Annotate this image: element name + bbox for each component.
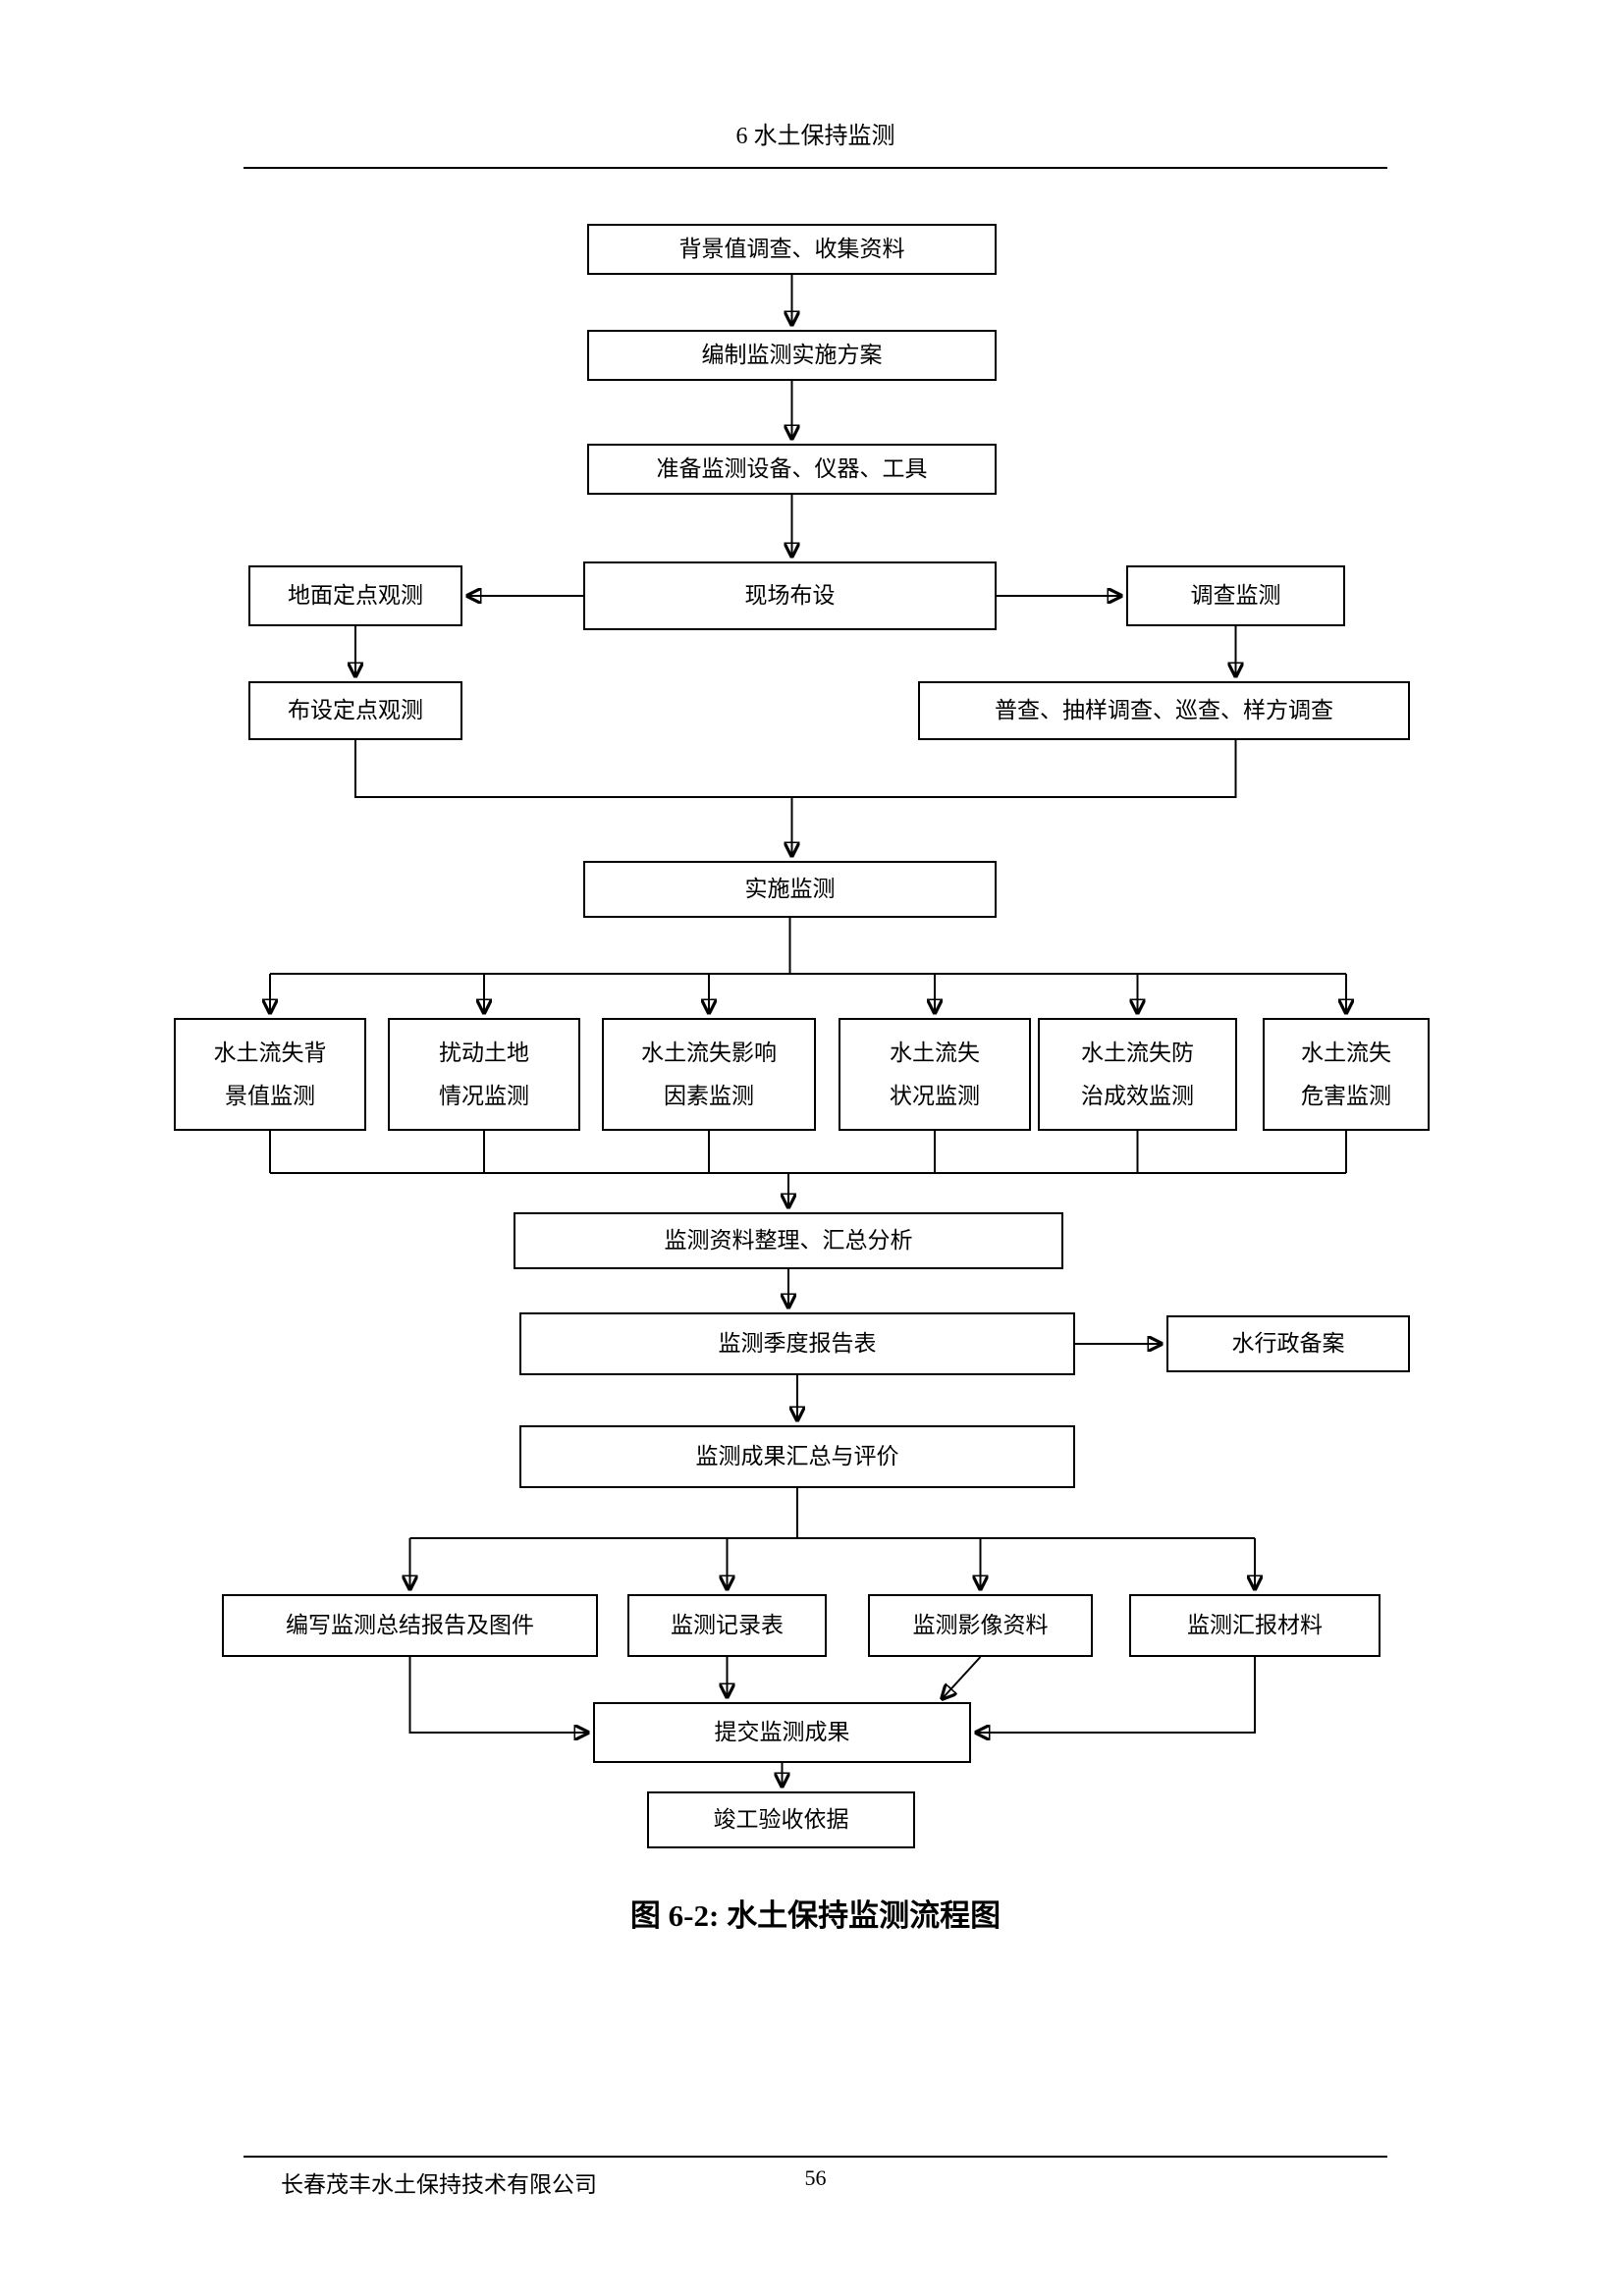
conn-c3-to-submit [943,1656,982,1698]
footer-rule [244,2156,1387,2158]
node-monitor-influence-factors: 水土流失影响 因素监测 [602,1018,816,1131]
node-monitor-erosion-hazard: 水土流失 危害监测 [1263,1018,1430,1131]
node-results-evaluation: 监测成果汇总与评价 [519,1425,1075,1488]
node-ground-observation: 地面定点观测 [248,565,462,626]
node-quarterly-report: 监测季度报告表 [519,1312,1075,1375]
node-image-data: 监测影像资料 [868,1594,1093,1657]
node-data-analysis: 监测资料整理、汇总分析 [514,1212,1063,1269]
footer-company: 长春茂丰水土保持技术有限公司 [281,2172,597,2197]
node-equipment-preparation: 准备监测设备、仪器、工具 [587,444,997,495]
conn-c4-to-submit [977,1657,1256,1733]
node-monitor-erosion-status: 水土流失 状况监测 [839,1018,1031,1131]
node-implement-monitoring: 实施监测 [583,861,997,918]
node-summary-report: 编写监测总结报告及图件 [222,1594,598,1657]
conn-c1-to-submit [408,1657,588,1733]
node-site-layout: 现场布设 [583,561,997,630]
node-census-survey: 普查、抽样调查、巡查、样方调查 [918,681,1410,740]
node-background-survey: 背景值调查、收集资料 [587,224,997,275]
node-monitor-control-effect: 水土流失防 治成效监测 [1038,1018,1237,1131]
node-record-form: 监测记录表 [627,1594,827,1657]
header-rule [244,167,1387,169]
figure-caption: 图 6-2: 水土保持监测流程图 [629,1898,1001,1933]
node-report-materials: 监测汇报材料 [1129,1594,1380,1657]
conn-merge-bus [354,740,1237,798]
node-monitoring-plan: 编制监测实施方案 [587,330,997,381]
node-survey-monitoring: 调查监测 [1126,565,1345,626]
node-acceptance-basis: 竣工验收依据 [647,1791,915,1848]
footer-page-number: 56 [804,2165,827,2190]
node-submit-results: 提交监测成果 [593,1702,971,1763]
page-header-title: 6 水土保持监测 [735,124,895,149]
node-monitor-background-value: 水土流失背 景值监测 [174,1018,366,1131]
node-fixed-point-observation: 布设定点观测 [248,681,462,740]
node-admin-filing: 水行政备案 [1166,1315,1410,1372]
node-monitor-disturbed-land: 扰动土地 情况监测 [388,1018,580,1131]
